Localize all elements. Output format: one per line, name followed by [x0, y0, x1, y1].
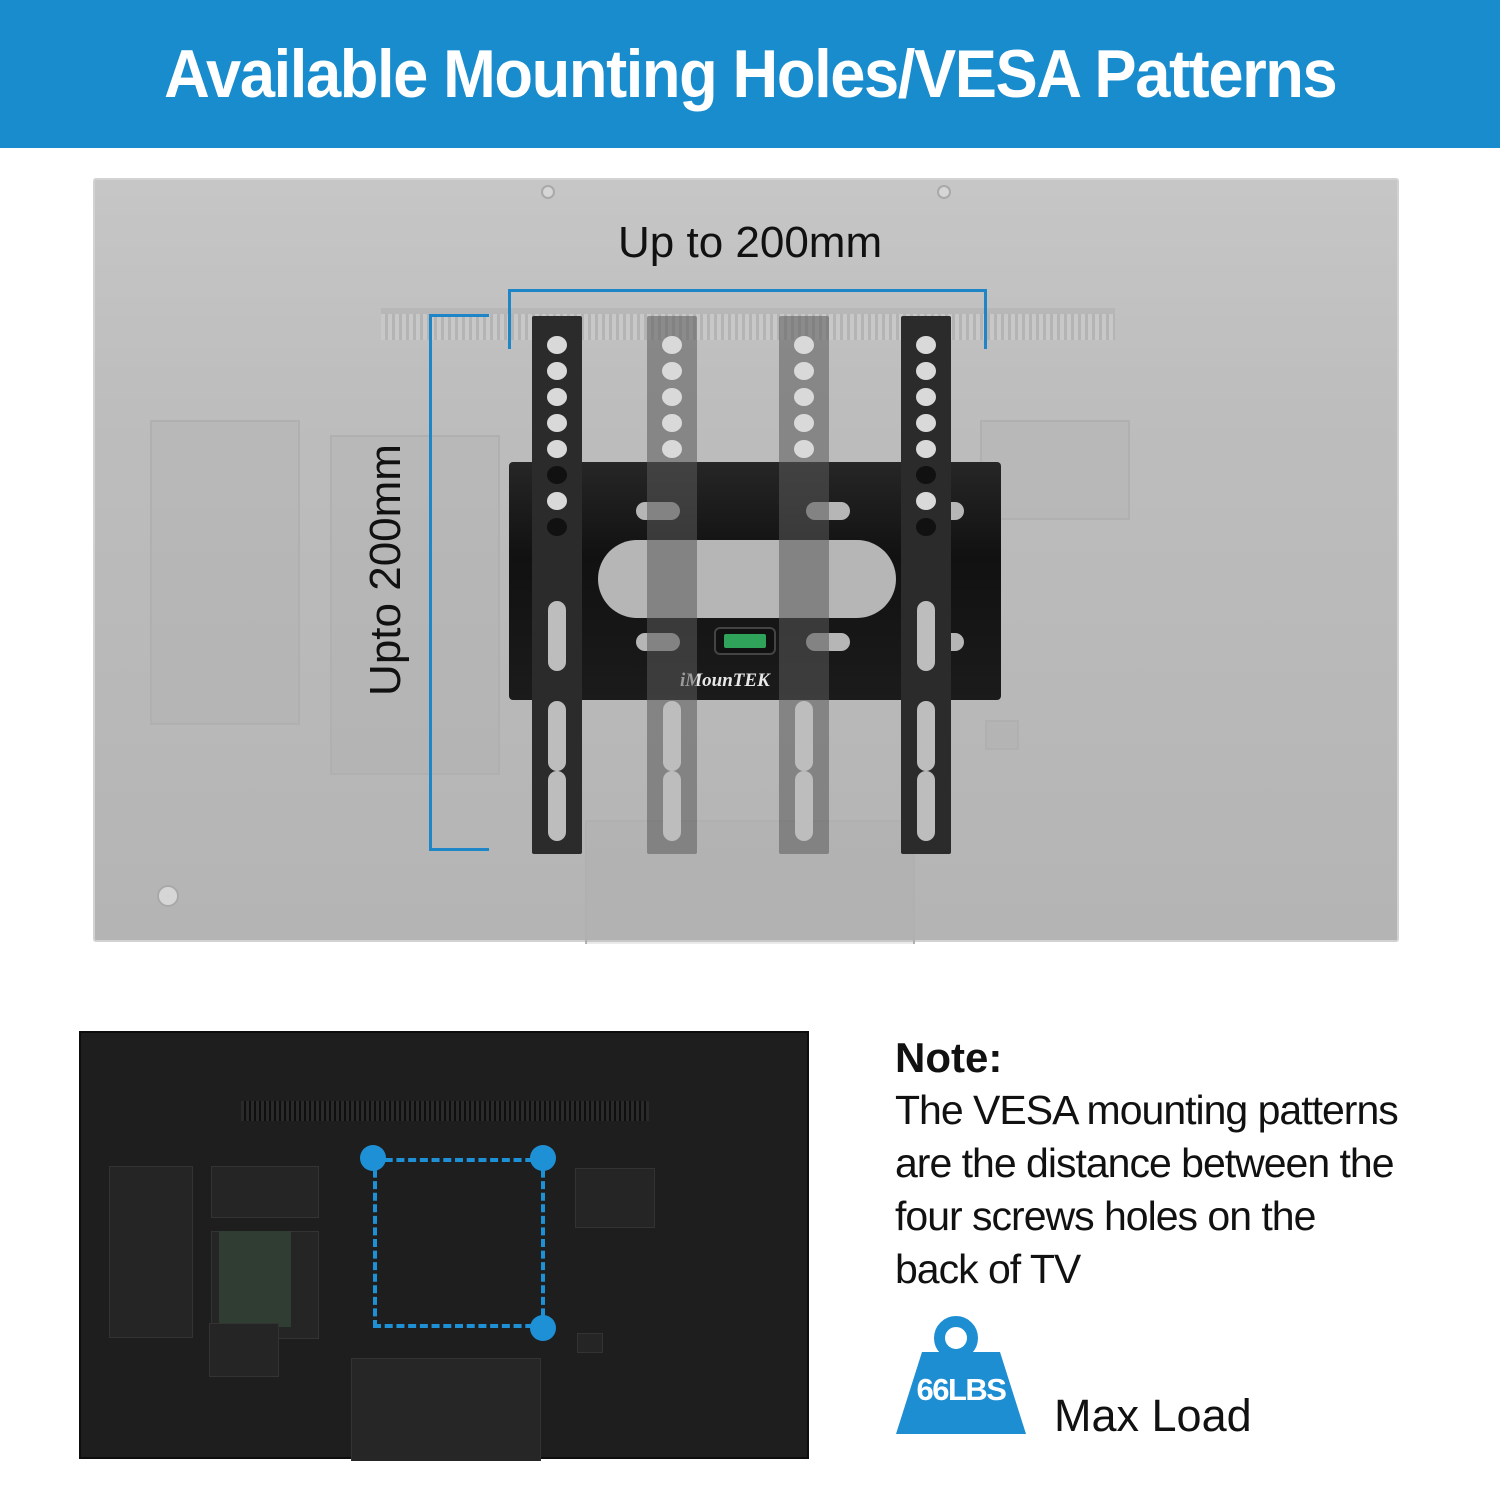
- note-title: Note:: [895, 1034, 1003, 1081]
- stand-base: [585, 820, 915, 944]
- screw-icon: [541, 185, 555, 199]
- tv-panel-right: [575, 1168, 655, 1228]
- vesa-hole-marker: [530, 1145, 556, 1171]
- power-port: [577, 1333, 603, 1353]
- note-line: The VESA mounting patterns: [895, 1087, 1399, 1133]
- mount-arm-left: [532, 316, 582, 854]
- mount-arm-ghost: [647, 316, 697, 854]
- weight-value: 66LBS: [916, 1372, 1007, 1407]
- width-dimension-tick-left: [508, 289, 511, 349]
- width-dimension-label: Up to 200mm: [618, 218, 883, 267]
- max-load-label: Max Load: [1054, 1390, 1252, 1441]
- mount-arm-right: [901, 316, 951, 854]
- io-ports: [219, 1231, 291, 1327]
- tv-vent: [241, 1101, 649, 1121]
- height-dimension-label: Upto 200mm: [361, 444, 410, 696]
- note-line: are the distance between the: [895, 1140, 1395, 1186]
- wall-plate-cutout: [598, 540, 896, 618]
- note-line: four screws holes on the: [895, 1193, 1316, 1239]
- mount-arm-ghost: [779, 316, 829, 854]
- screw-icon: [157, 885, 179, 907]
- weight-body: [896, 1352, 1026, 1434]
- note-line: back of TV: [895, 1246, 1081, 1292]
- tv-panel-left: [150, 420, 300, 725]
- brand-logo: iMounTEK: [680, 670, 770, 691]
- vesa-hole-marker: [360, 1145, 386, 1171]
- tv-panel-left: [109, 1166, 193, 1338]
- bubble-level-icon: [714, 627, 776, 655]
- screw-icon: [937, 185, 951, 199]
- tv-vent: [381, 308, 1115, 340]
- width-dimension-line: [508, 289, 987, 292]
- header-banner: Available Mounting Holes/VESA Patterns: [0, 0, 1500, 148]
- tv-panel-bottom: [209, 1323, 279, 1377]
- tv-io-panel: [330, 435, 500, 775]
- vesa-hole-marker: [530, 1315, 556, 1341]
- page-title: Available Mounting Holes/VESA Patterns: [163, 36, 1338, 112]
- width-dimension-tick-right: [984, 289, 987, 349]
- tv-back-photo: [79, 1031, 809, 1461]
- stand-base: [351, 1358, 541, 1461]
- tv-panel-io-top: [211, 1166, 319, 1218]
- tv-panel-right: [980, 420, 1130, 520]
- note-section: Note: The VESA mounting patterns are the…: [895, 1032, 1475, 1296]
- power-port: [985, 720, 1019, 750]
- height-dimension-tick-top: [429, 314, 489, 317]
- vesa-pattern-outline: [373, 1158, 545, 1328]
- height-dimension-tick-bottom: [429, 848, 489, 851]
- weight-icon: 66LBS: [896, 1316, 1026, 1434]
- height-dimension-line: [429, 314, 432, 851]
- tv-back-diagram: [93, 178, 1399, 944]
